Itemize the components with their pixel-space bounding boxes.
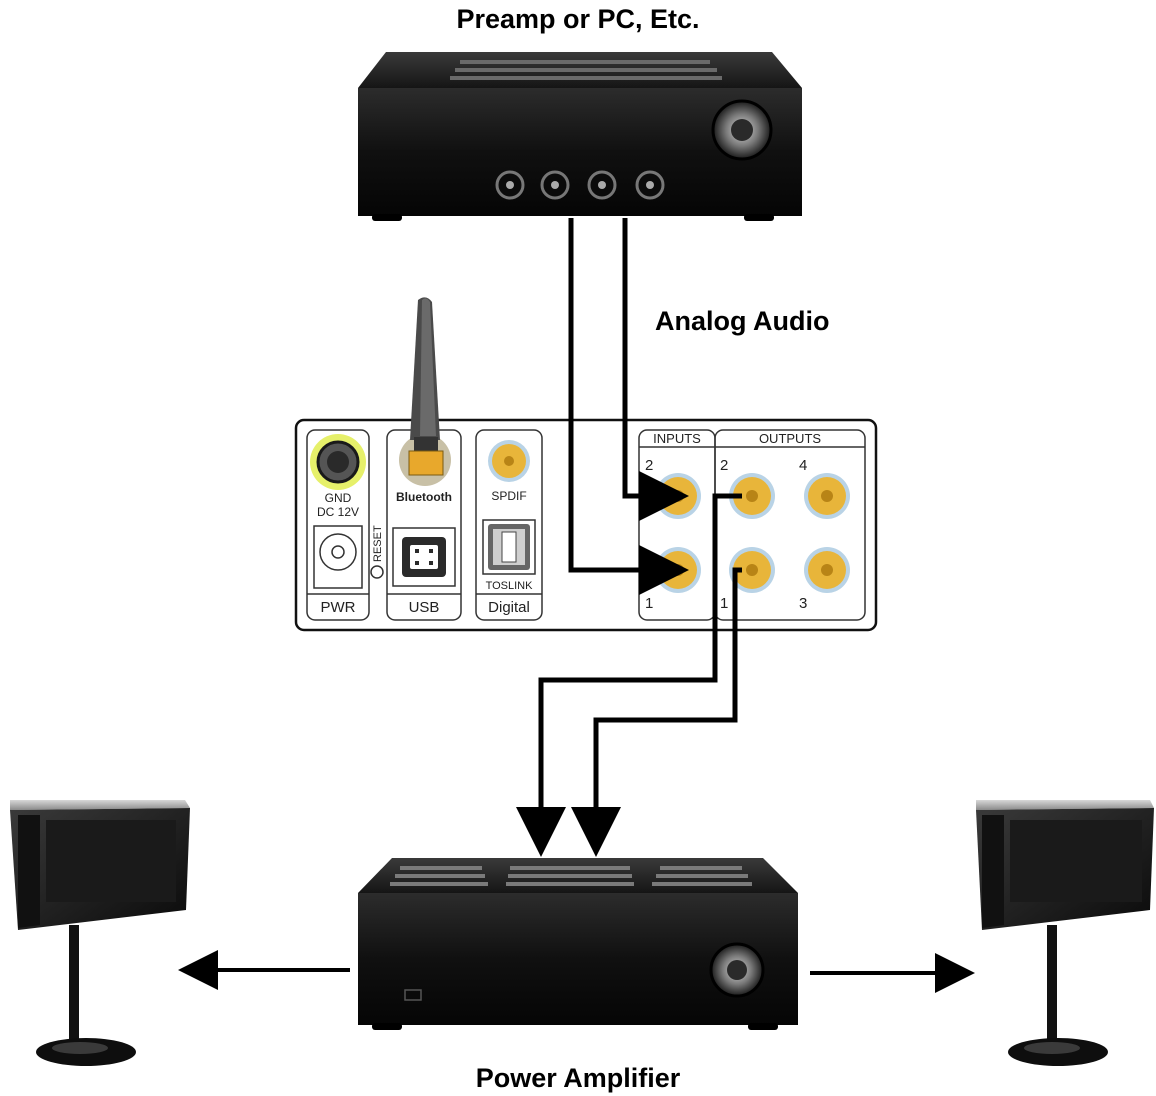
toslink-port bbox=[482, 519, 536, 575]
output-1-jack bbox=[729, 547, 775, 593]
preamp-title: Preamp or PC, Etc. bbox=[456, 4, 700, 34]
digital-label: Digital bbox=[488, 599, 530, 616]
usb-port bbox=[392, 527, 456, 587]
preamp-jacks bbox=[495, 170, 665, 200]
output-2-jack bbox=[729, 473, 775, 519]
preamp-vents bbox=[450, 60, 722, 80]
input-2-number: 2 bbox=[645, 457, 653, 474]
bluetooth-antenna bbox=[408, 297, 444, 476]
bluetooth-label: Bluetooth bbox=[396, 490, 452, 504]
output-3-jack bbox=[804, 547, 850, 593]
output-2-number: 2 bbox=[720, 457, 728, 474]
reset-label: RESET bbox=[372, 525, 384, 562]
power-amplifier-device bbox=[358, 858, 798, 1030]
toslink-label: TOSLINK bbox=[486, 580, 534, 592]
gnd-label: GND bbox=[325, 491, 352, 505]
power-amplifier-title: Power Amplifier bbox=[475, 1063, 681, 1093]
reset-button[interactable]: RESET bbox=[370, 525, 384, 579]
preamp-device bbox=[358, 52, 802, 221]
dc-label: DC 12V bbox=[317, 505, 359, 519]
pwr-section: GND DC 12V PWR bbox=[306, 429, 370, 621]
preamp-knob bbox=[711, 99, 773, 161]
wire-to-input-1 bbox=[568, 218, 689, 595]
amplifier-knob bbox=[709, 942, 765, 998]
wire-to-input-2 bbox=[622, 218, 689, 521]
analog-wires-in bbox=[568, 218, 689, 595]
output-1-number: 1 bbox=[720, 595, 728, 612]
interface-panel: GND DC 12V PWR RESET Bluetooth bbox=[294, 297, 878, 632]
output-4-number: 4 bbox=[799, 457, 807, 474]
outputs-label: OUTPUTS bbox=[759, 431, 821, 446]
usb-label: USB bbox=[409, 599, 440, 616]
pwr-label: PWR bbox=[321, 599, 356, 616]
analog-audio-label: Analog Audio bbox=[655, 306, 830, 336]
output-4-jack bbox=[804, 473, 850, 519]
input-1-number: 1 bbox=[645, 595, 653, 612]
speaker-arrows bbox=[178, 950, 975, 993]
power-switch bbox=[404, 989, 422, 1001]
spdif-label: SPDIF bbox=[491, 489, 526, 503]
digital-section: SPDIF TOSLINK Digital bbox=[475, 429, 543, 621]
output-3-number: 3 bbox=[799, 595, 807, 612]
amplifier-vents bbox=[390, 866, 752, 886]
analog-wires-out bbox=[516, 493, 742, 857]
wire-from-output-1 bbox=[571, 567, 742, 857]
inputs-label: INPUTS bbox=[653, 431, 701, 446]
right-speaker bbox=[976, 800, 1154, 1066]
wire-from-output-2 bbox=[516, 493, 742, 857]
left-speaker bbox=[10, 800, 190, 1066]
